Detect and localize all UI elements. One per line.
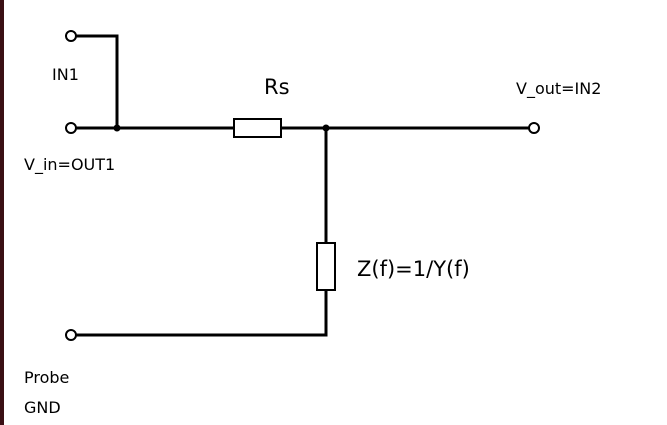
- impedance-z: [316, 242, 336, 291]
- label-probe: Probe: [24, 368, 69, 387]
- terminal-probe-gnd: [65, 329, 77, 341]
- label-in1: IN1: [52, 65, 79, 84]
- terminal-v-out: [528, 122, 540, 134]
- label-gnd: GND: [24, 398, 61, 417]
- label-v-out: V_out=IN2: [516, 79, 601, 99]
- wire-z-to-gnd: [74, 288, 328, 337]
- junction-output-node: [322, 124, 330, 132]
- wire-in1: [74, 34, 119, 130]
- label-z: Z(f)=1/Y(f): [357, 257, 470, 281]
- junction-input: [113, 124, 121, 132]
- terminal-in1: [65, 30, 77, 42]
- label-v-in: V_in=OUT1: [24, 155, 115, 175]
- resistor-rs: [233, 118, 282, 138]
- label-rs: Rs: [264, 75, 290, 99]
- terminal-v-in: [65, 122, 77, 134]
- left-edge-border: [0, 0, 4, 425]
